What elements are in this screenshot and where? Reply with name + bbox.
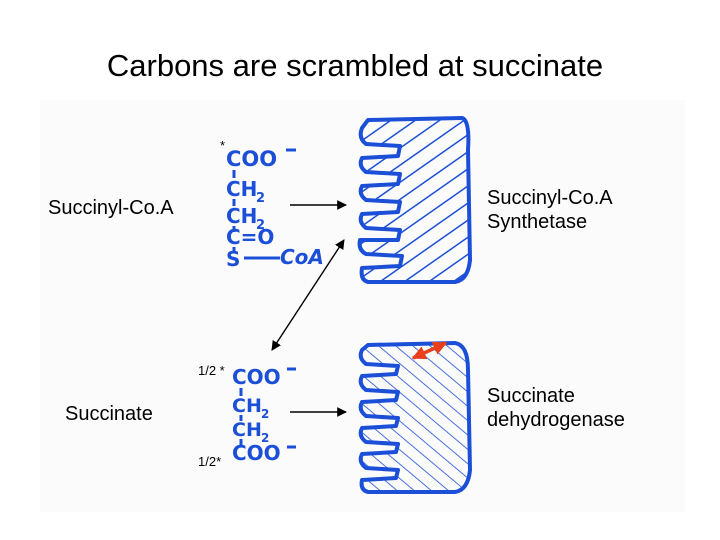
carbon-marker-star: * xyxy=(220,138,225,153)
subscript-2: 2 xyxy=(261,431,269,445)
succinate-dehydrogenase-label-line1: Succinate xyxy=(487,385,575,407)
carboxylate-group-bottom: COO xyxy=(232,441,281,465)
carbonyl-group: C=O xyxy=(226,225,274,249)
methylene-group-1: CH xyxy=(226,177,257,201)
carboxylate-group: COO xyxy=(226,147,277,171)
coenzyme-a-group: CoA xyxy=(280,245,324,269)
subscript-2: 2 xyxy=(256,218,265,233)
subscript-2: 2 xyxy=(261,407,269,421)
enzyme-body xyxy=(357,116,472,284)
methylene-group-2: CH xyxy=(226,204,257,228)
thioester-sulfur: S xyxy=(226,247,240,271)
carbon-marker-half-top: 1/2 * xyxy=(198,363,225,378)
succinate-label: Succinate xyxy=(65,403,153,425)
carboxylate-group-top: COO xyxy=(232,365,281,389)
succinyl-coa-label: Succinyl-Co.A xyxy=(48,197,174,219)
methylene-group-2: CH xyxy=(232,419,262,441)
scrambling-double-arrow xyxy=(271,239,345,351)
carbon-marker-half-bottom: 1/2* xyxy=(198,454,221,469)
slide-title: Carbons are scrambled at succinate xyxy=(106,48,604,83)
succinate-dehydrogenase-label-line2: dehydrogenase xyxy=(487,409,625,431)
succinate-dehydrogenase-enzyme xyxy=(358,341,472,494)
active-site-arrow xyxy=(411,341,448,360)
succinyl-coa-synthetase-label-line2: Synthetase xyxy=(487,211,588,233)
succinate-structure: 1/2 * COO CH 2 CH 2 1/2* COO xyxy=(198,363,296,469)
subscript-2: 2 xyxy=(256,191,265,206)
methylene-group-1: CH xyxy=(232,395,262,417)
enzyme-body xyxy=(358,341,472,494)
succinyl-coa-synthetase-enzyme xyxy=(357,116,472,284)
succinyl-coa-synthetase-label-line1: Succinyl-Co.A xyxy=(487,187,613,209)
